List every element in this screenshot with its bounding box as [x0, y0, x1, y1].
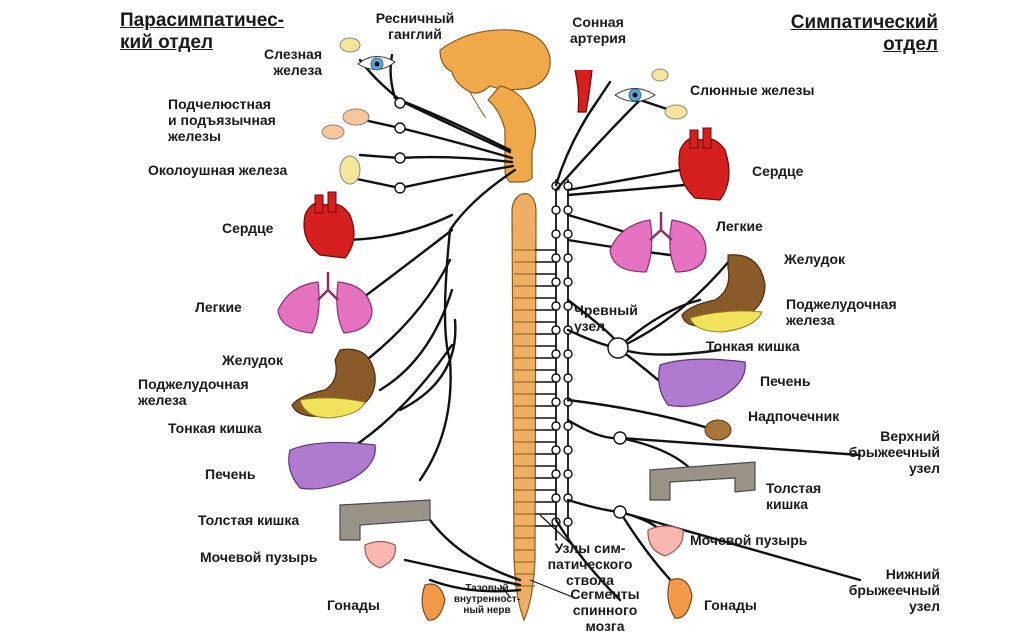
parasympathetic-title: Парасимпатичес- кий отдел: [120, 10, 284, 53]
stomach-left: [291, 348, 376, 419]
label-heart-left: Сердце: [222, 220, 274, 236]
stomach-right: [681, 254, 766, 333]
sympathetic-trunk-node: [551, 301, 561, 311]
sympathetic-trunk-node: [551, 229, 561, 239]
sympathetic-trunk-node: [563, 229, 573, 239]
label-lungs-left: Легкие: [195, 299, 242, 315]
sympathetic-title: Симпатический отдел: [790, 12, 938, 55]
sympathetic-trunk-node: [563, 517, 573, 527]
label-submandibular-glands: Подчелюстная и подъязычная железы: [168, 96, 276, 144]
eye-left: [357, 56, 396, 71]
label-sympathetic-trunk-nodes: Узлы сим- патического ствола: [547, 540, 633, 588]
label-bladder-left: Мочевой пузырь: [200, 549, 318, 565]
label-pancreas-left: Поджелудочная железа: [138, 376, 249, 408]
sympathetic-trunk-node: [551, 373, 561, 383]
label-gonads-right: Гонады: [704, 597, 757, 613]
parasympathetic-ganglia: [394, 97, 406, 194]
bladder-right: [647, 525, 684, 557]
sympathetic-trunk-node: [551, 397, 561, 407]
label-small-intestine-right: Тонкая кишка: [706, 338, 800, 354]
sympathetic-trunk-node: [563, 205, 573, 215]
label-liver-left: Печень: [205, 466, 256, 482]
sympathetic-trunk-node: [551, 493, 561, 503]
label-small-intestine-left: Тонкая кишка: [168, 420, 262, 436]
sympathetic-trunk-node: [563, 469, 573, 479]
lungs-left: [277, 272, 373, 334]
sympathetic-trunk-nodes: [551, 181, 573, 527]
sympathetic-trunk-node: [551, 205, 561, 215]
label-heart-right: Сердце: [752, 163, 804, 179]
large-intestine-left: [339, 499, 431, 541]
liver-right: [658, 358, 746, 408]
sympathetic-trunk-node: [551, 349, 561, 359]
label-superior-mesenteric-ganglion: Верхний брыжеечный узел: [848, 428, 940, 476]
parotid-gland-left: [339, 155, 361, 185]
sympathetic-trunk-node: [551, 421, 561, 431]
label-gonads-left: Гонады: [327, 597, 380, 613]
sympathetic-trunk-node: [563, 253, 573, 263]
eye-right: [614, 88, 656, 102]
lacrimal-gland-left: [339, 37, 361, 53]
sympathetic-trunk-node: [563, 301, 573, 311]
lungs-right: [609, 212, 707, 273]
adrenal-gland: [704, 419, 732, 441]
label-spinal-segments: Сегменты спинного мозга: [570, 586, 640, 634]
sympathetic-trunk-node: [563, 349, 573, 359]
label-adrenal-gland: Надпочечник: [748, 408, 840, 424]
sympathetic-ganglia: [607, 337, 629, 519]
brain: [439, 29, 551, 183]
liver-left: [288, 441, 376, 490]
gonads-left: [421, 583, 446, 621]
sympathetic-trunk-node: [551, 253, 561, 263]
sympathetic-trunk-node: [563, 277, 573, 287]
sympathetic-trunk-node: [551, 325, 561, 335]
carotid-artery: [574, 69, 593, 113]
label-large-intestine-right: Толстая кишка: [766, 480, 822, 512]
label-carotid-artery: Сонная артерия: [569, 14, 627, 46]
gonads-right: [667, 578, 693, 619]
label-celiac-ganglion: Чревный узел: [574, 302, 638, 334]
label-inferior-mesenteric-ganglion: Нижний брыжеечный узел: [848, 566, 940, 614]
label-liver-right: Печень: [760, 373, 811, 389]
salivary-glands-right: [651, 68, 688, 120]
sympathetic-trunk-node: [563, 373, 573, 383]
submandibular-gland-left: [321, 108, 370, 140]
label-stomach-right: Желудок: [784, 251, 846, 267]
label-stomach-left: Желудок: [222, 352, 284, 368]
large-intestine-right: [649, 461, 756, 501]
label-salivary-glands: Слюнные железы: [690, 82, 815, 98]
sympathetic-trunk-node: [563, 445, 573, 455]
label-ciliary-ganglion: Ресничный ганглий: [375, 10, 455, 42]
sympathetic-trunk-node: [551, 277, 561, 287]
label-pointers: [499, 514, 576, 599]
heart-left: [303, 191, 355, 259]
label-pancreas-right: Поджелудочная железа: [786, 296, 897, 328]
label-bladder-right: Мочевой пузырь: [690, 532, 808, 548]
spinal-segments: [514, 249, 556, 587]
label-lungs-right: Легкие: [716, 218, 763, 234]
bladder-left: [364, 540, 397, 569]
label-pelvic-nerve: Тазовый внутренност- ный нерв: [453, 583, 521, 616]
heart-right: [678, 127, 730, 201]
label-large-intestine-left: Толстая кишка: [198, 512, 300, 528]
label-lacrimal-gland: Слезная железа: [264, 46, 322, 78]
sympathetic-trunk-node: [551, 445, 561, 455]
sympathetic-trunk-node: [563, 421, 573, 431]
sympathetic-trunk-node: [551, 469, 561, 479]
spinal-cord: [511, 193, 537, 622]
label-parotid-gland: Околоушная железа: [148, 162, 288, 178]
